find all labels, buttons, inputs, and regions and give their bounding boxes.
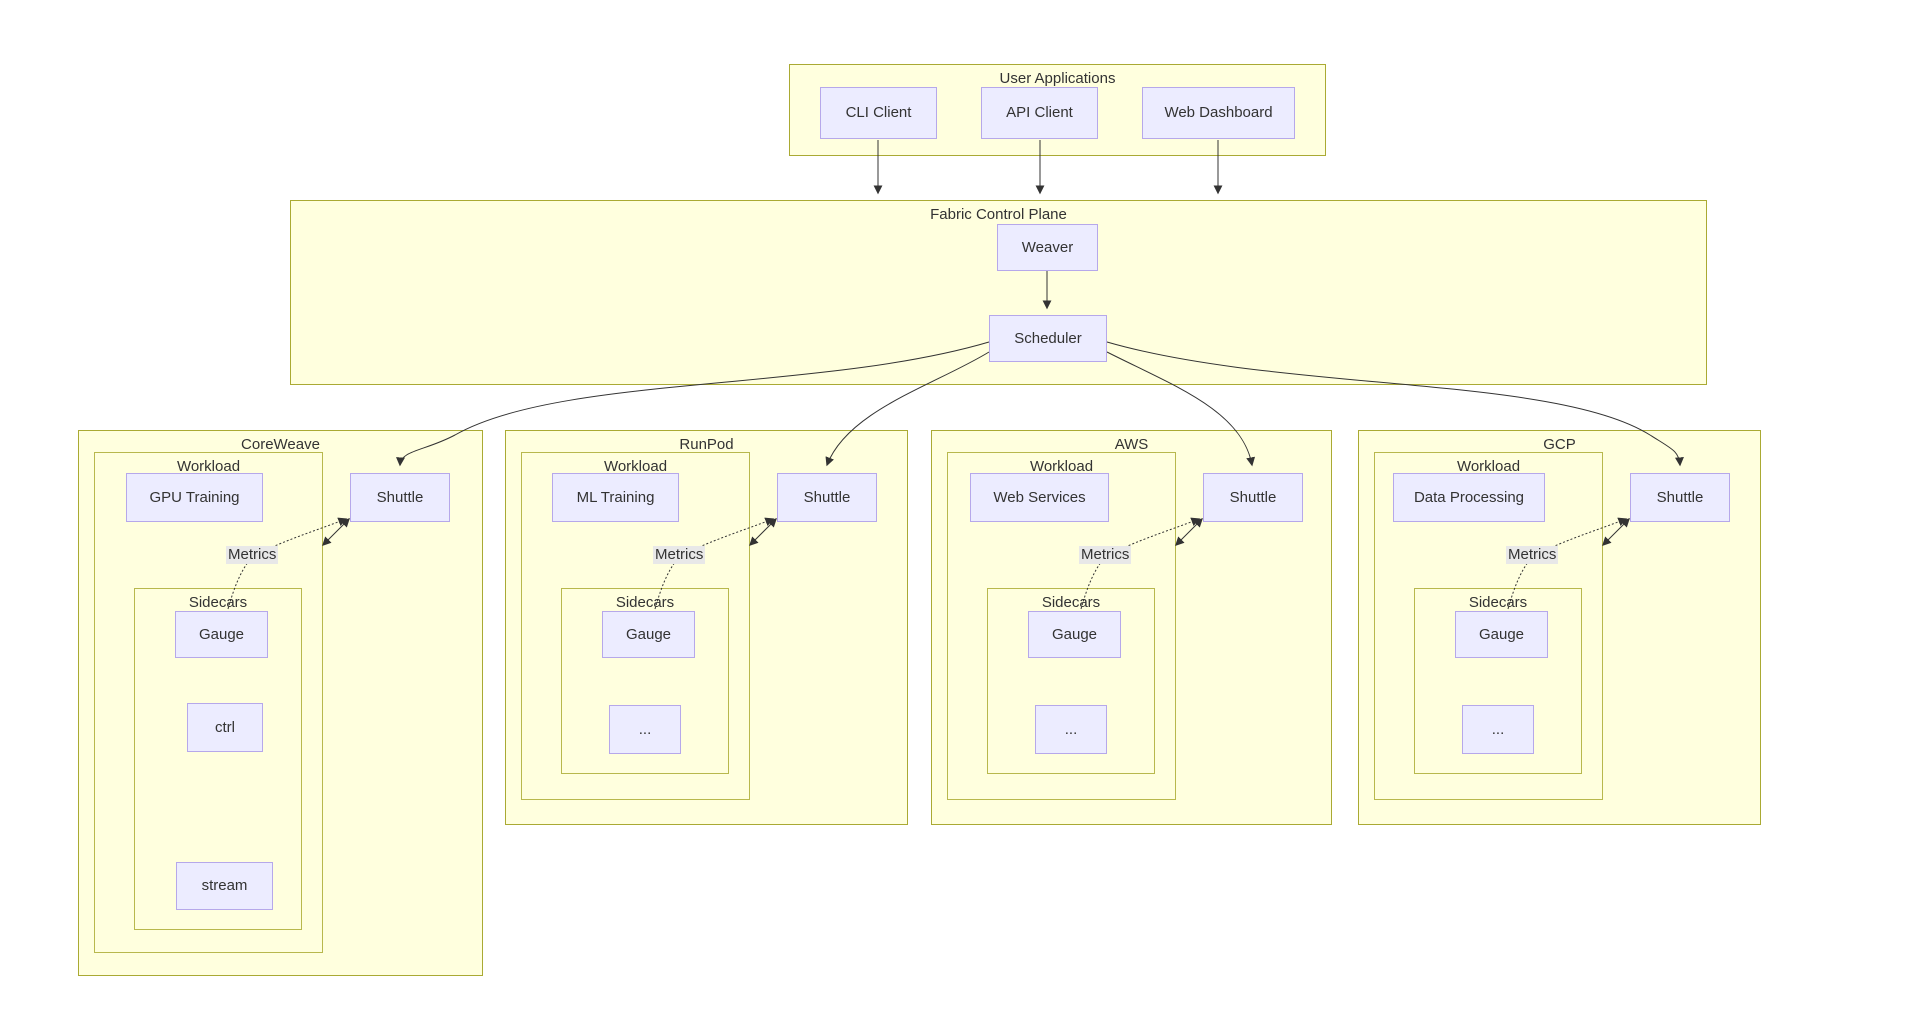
cluster-fabric-control-plane-title: Fabric Control Plane <box>930 206 1067 223</box>
node-scheduler: Scheduler <box>989 315 1107 362</box>
edge-label-aws-metrics: Metrics <box>1079 546 1132 564</box>
node-web-dashboard: Web Dashboard <box>1142 87 1295 139</box>
node-runpod-gauge: Gauge <box>602 611 695 658</box>
cluster-coreweave-workload-title: Workload <box>176 458 241 475</box>
node-coreweave-gauge: Gauge <box>175 611 268 658</box>
cluster-coreweave-title: CoreWeave <box>241 436 320 453</box>
node-aws-web-services: Web Services <box>970 473 1109 522</box>
node-aws-gauge: Gauge <box>1028 611 1121 658</box>
node-gcp-gauge: Gauge <box>1455 611 1548 658</box>
edge-label-coreweave-metrics: Metrics <box>226 546 279 564</box>
node-coreweave-gpu-training: GPU Training <box>126 473 263 522</box>
node-coreweave-shuttle: Shuttle <box>350 473 450 522</box>
node-weaver: Weaver <box>997 224 1098 271</box>
node-gcp-ellipsis: ... <box>1462 705 1534 754</box>
cluster-gcp-sidecars-title: Sidecars <box>1468 594 1528 611</box>
node-coreweave-ctrl: ctrl <box>187 703 263 752</box>
cluster-user-applications-title: User Applications <box>999 70 1116 87</box>
node-cli-client: CLI Client <box>820 87 937 139</box>
node-api-client: API Client <box>981 87 1098 139</box>
node-aws-shuttle: Shuttle <box>1203 473 1303 522</box>
node-coreweave-stream: stream <box>176 862 273 910</box>
node-gcp-data-processing: Data Processing <box>1393 473 1545 522</box>
node-runpod-ml-training: ML Training <box>552 473 679 522</box>
cluster-coreweave-sidecars-title: Sidecars <box>188 594 248 611</box>
cluster-runpod-sidecars-title: Sidecars <box>615 594 675 611</box>
edge-label-gcp-metrics: Metrics <box>1506 546 1559 564</box>
node-runpod-shuttle: Shuttle <box>777 473 877 522</box>
cluster-aws-workload-title: Workload <box>1029 458 1094 475</box>
cluster-aws-sidecars-title: Sidecars <box>1041 594 1101 611</box>
node-runpod-ellipsis: ... <box>609 705 681 754</box>
node-aws-ellipsis: ... <box>1035 705 1107 754</box>
edge-label-runpod-metrics: Metrics <box>653 546 706 564</box>
node-gcp-shuttle: Shuttle <box>1630 473 1730 522</box>
